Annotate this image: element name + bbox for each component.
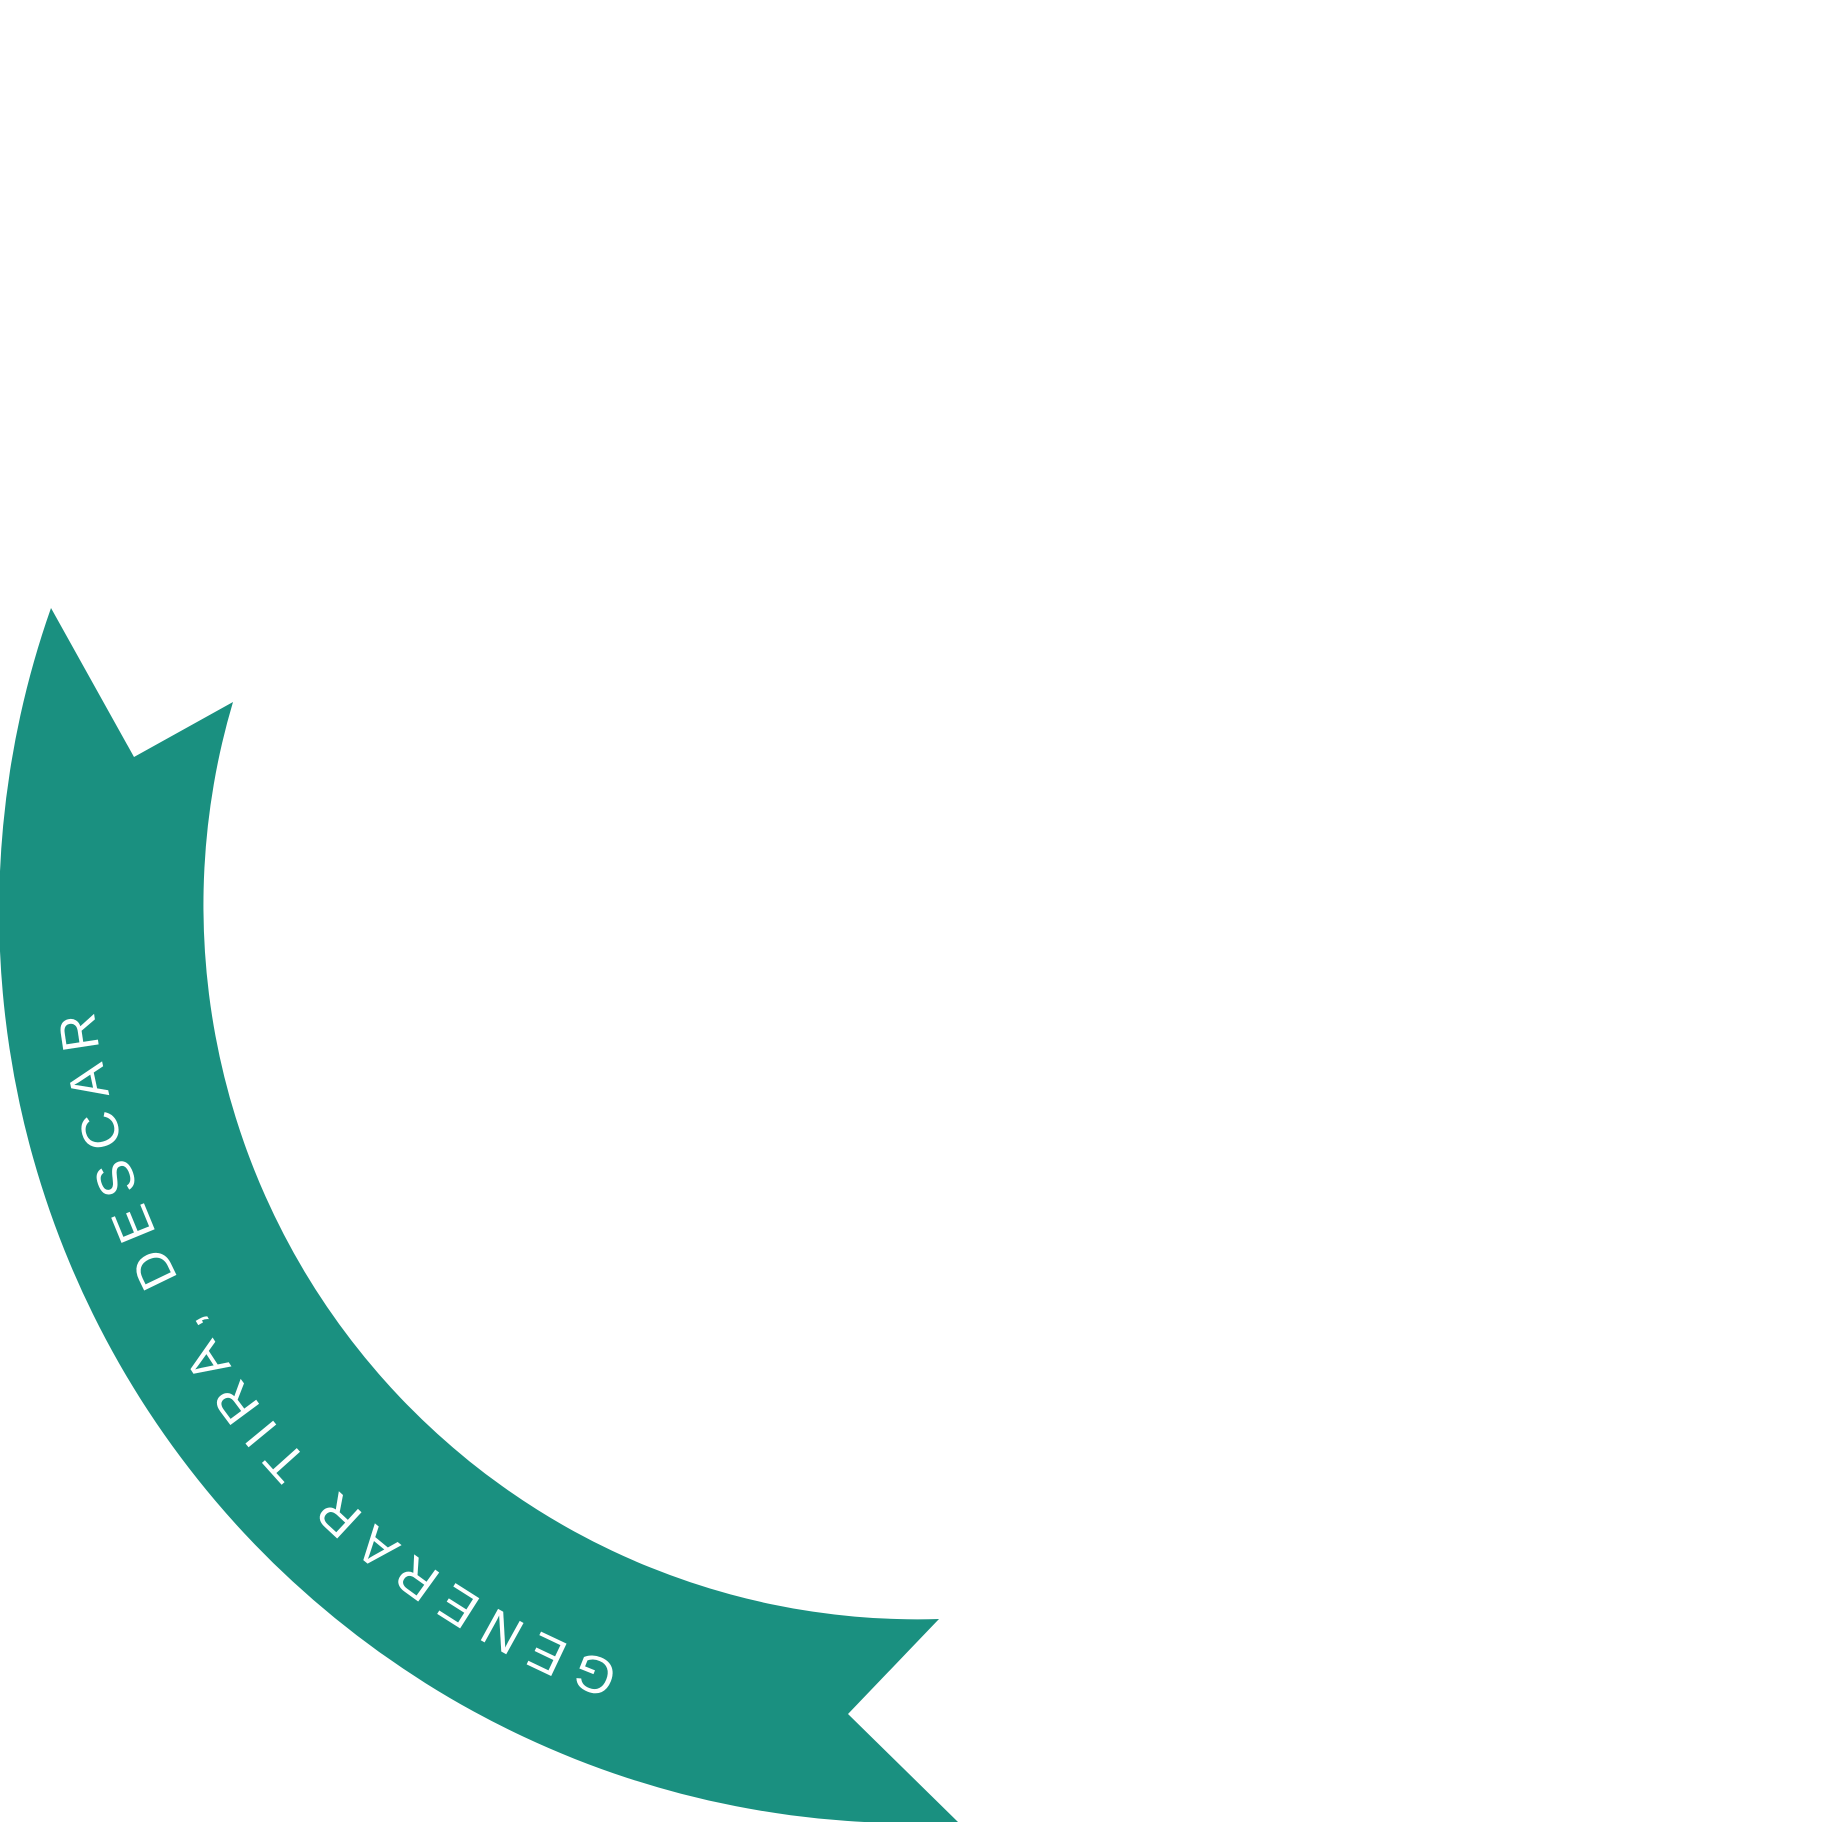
ribbon-banner: GENERAR TIRA, DESCARGAR Y COMPARTIR (0, 608, 958, 1822)
ribbon-band (0, 608, 958, 1822)
